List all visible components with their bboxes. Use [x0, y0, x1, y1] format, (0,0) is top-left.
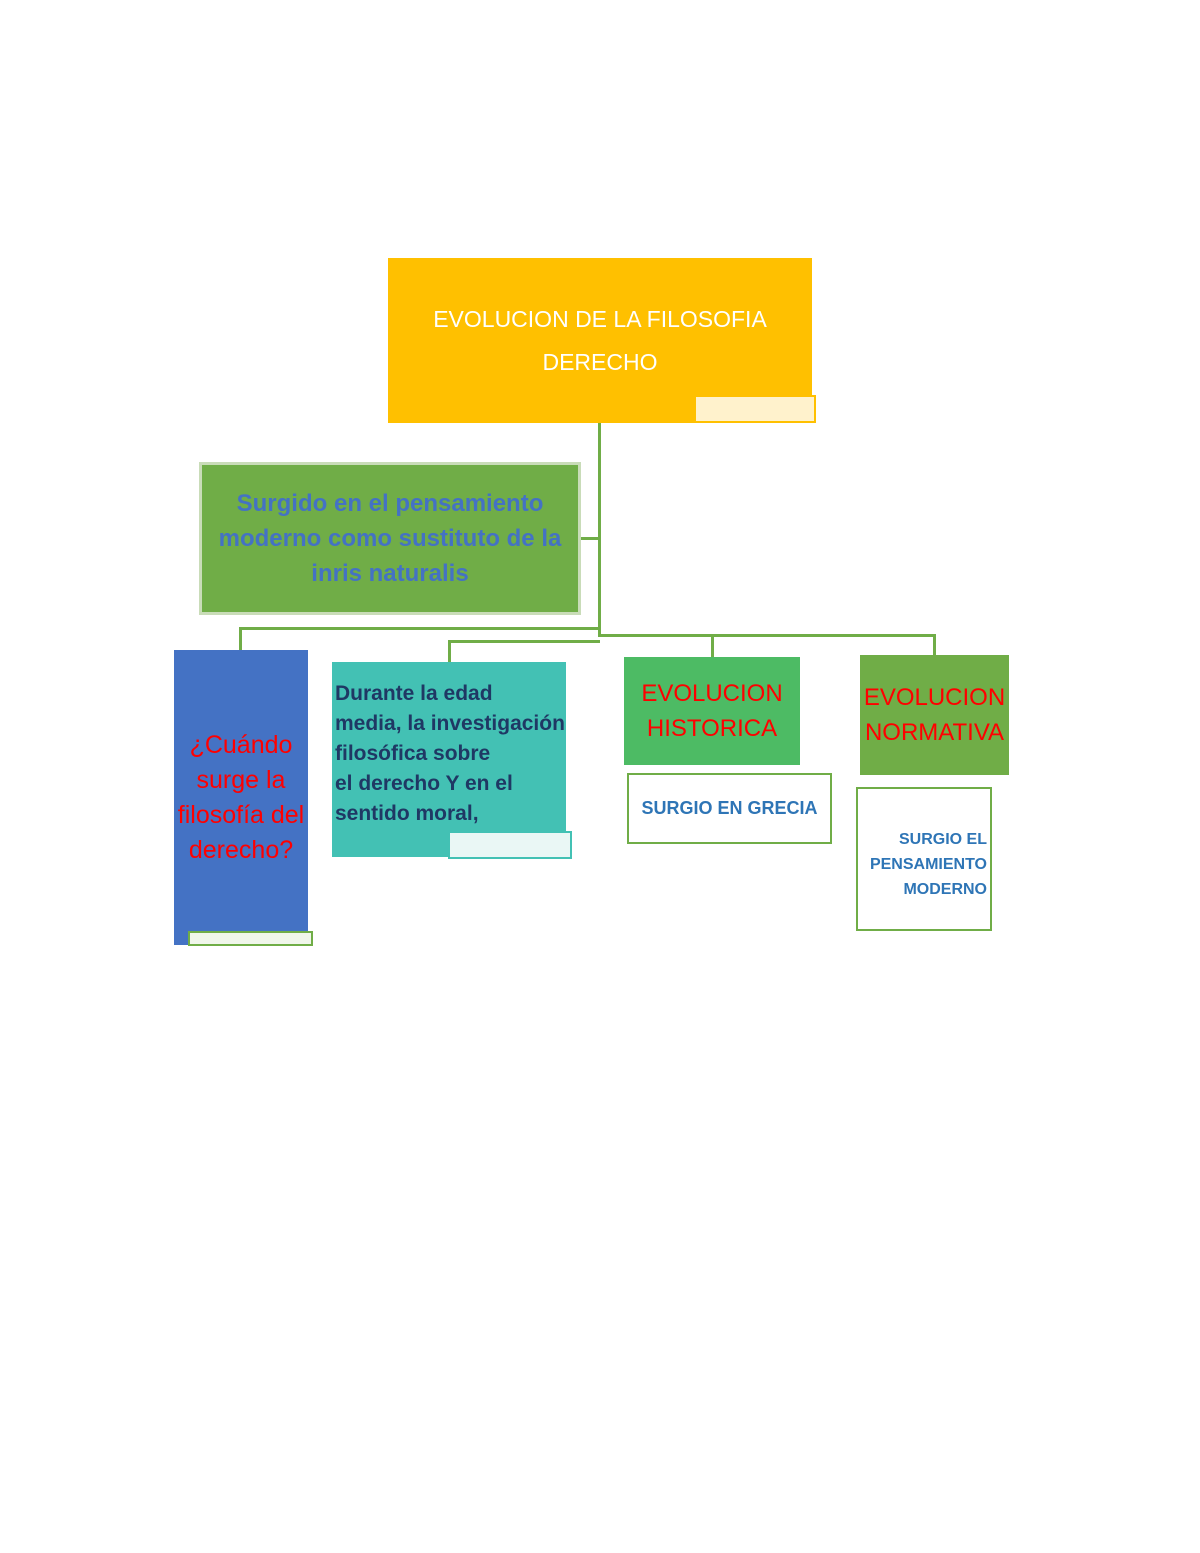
root-tab [694, 395, 816, 423]
connector-normative-drop [933, 634, 936, 655]
question-node: ¿Cuándo surge la filosofía del derecho? [174, 650, 308, 945]
connector-right-bar [598, 634, 936, 637]
connector-trunk [598, 423, 601, 637]
normative-evolution-node: EVOLUCION NORMATIVA [860, 655, 1009, 775]
connector-middle-bar [448, 640, 600, 643]
question-text: ¿Cuándo surge la filosofía del derecho? [177, 730, 305, 864]
normative-note-text: SURGIO EL PENSAMIENTO MODERNO [869, 831, 987, 898]
historic-note-box: SURGIO EN GRECIA [627, 773, 832, 844]
historic-note-text: SURGIO EN GRECIA [641, 798, 818, 818]
connector-question-drop [239, 627, 242, 650]
root-title-line2: DERECHO [542, 348, 658, 375]
connector-middle-drop [448, 640, 451, 662]
question-tab [188, 931, 313, 946]
origin-node: Surgido en el pensamiento moderno como s… [199, 462, 581, 615]
normative-evolution-label: EVOLUCION NORMATIVA [863, 684, 1006, 746]
middle-ages-node: Durante la edad media, la investigación … [332, 662, 566, 857]
middle-ages-text: Durante la edad media, la investigación … [335, 682, 565, 825]
connector-left-bar [239, 627, 600, 630]
historic-evolution-label: EVOLUCION HISTORICA [641, 680, 783, 742]
normative-note-box: SURGIO EL PENSAMIENTO MODERNO [856, 787, 992, 931]
root-node: EVOLUCION DE LA FILOSOFIA DERECHO [388, 258, 812, 423]
origin-text: Surgido en el pensamiento moderno como s… [218, 490, 562, 587]
connector-historic-drop [711, 634, 714, 657]
historic-evolution-node: EVOLUCION HISTORICA [624, 657, 800, 765]
connector-origin [581, 537, 600, 540]
middle-ages-tab [448, 831, 572, 859]
root-title-line1: EVOLUCION DE LA FILOSOFIA [433, 305, 767, 332]
